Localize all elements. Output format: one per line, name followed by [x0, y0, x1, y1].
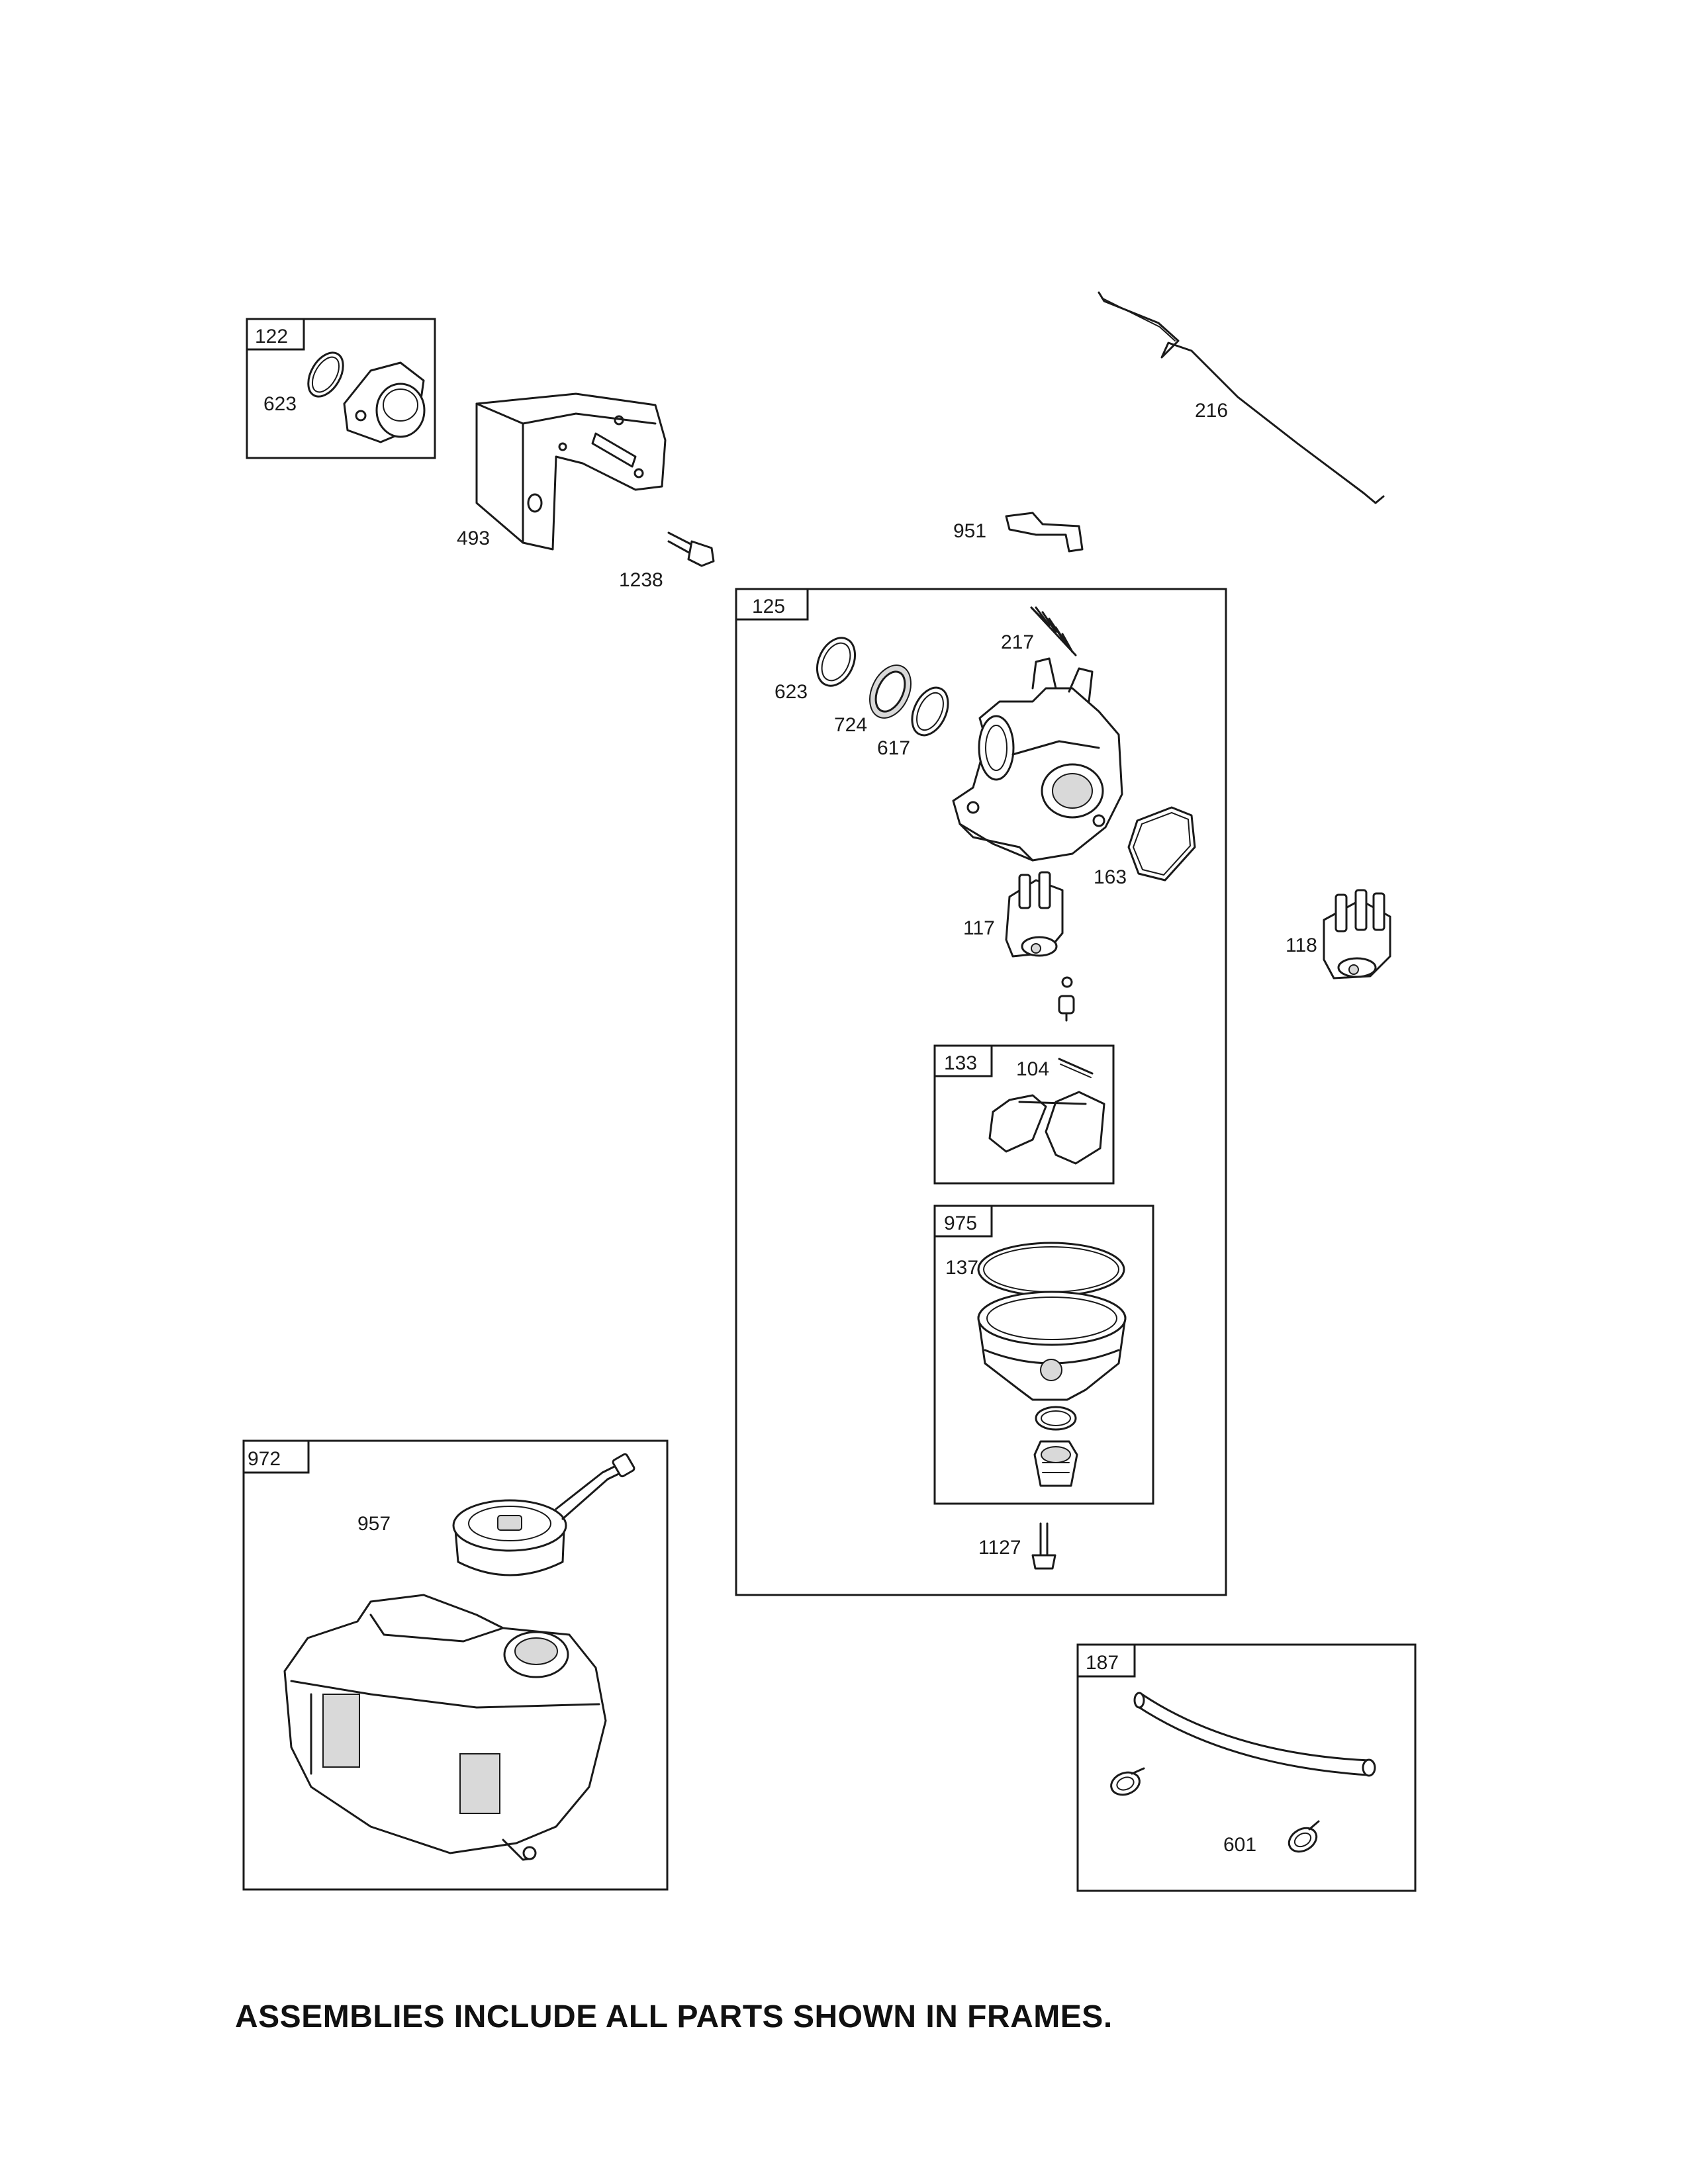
callout-163: 163	[1094, 866, 1127, 888]
carburetor-body-part	[952, 657, 1123, 862]
bolt-1127-part	[1031, 1522, 1056, 1570]
intake-elbow-part	[343, 361, 426, 443]
callout-217: 217	[1001, 631, 1034, 653]
callout-601: 601	[1223, 1834, 1256, 1856]
fuel-valve-118-part	[1323, 889, 1391, 979]
frame-125: 125	[735, 588, 1227, 1596]
gasket-163-part	[1127, 806, 1196, 882]
callout-1127: 1127	[978, 1537, 1021, 1559]
throttle-bracket-part	[475, 392, 667, 551]
callout-617: 617	[877, 737, 910, 759]
frame-122: 122	[246, 318, 436, 459]
gasket-ring-part	[307, 351, 344, 398]
frame-133-label: 133	[944, 1052, 977, 1074]
callout-957: 957	[357, 1513, 391, 1535]
frame-972: 972	[242, 1439, 669, 1891]
callout-118: 118	[1286, 934, 1317, 956]
bowl-gasket-137-part	[977, 1242, 1125, 1297]
gasket-623-part	[816, 637, 857, 687]
callout-623-top: 623	[263, 393, 297, 415]
callout-216: 216	[1195, 400, 1228, 422]
callout-951: 951	[953, 520, 986, 542]
assemblies-note: ASSEMBLIES INCLUDE ALL PARTS SHOWN IN FR…	[235, 1999, 1113, 2034]
pin-104-part	[1058, 1058, 1094, 1078]
frame-975-label: 975	[944, 1212, 977, 1234]
callout-724: 724	[834, 714, 867, 736]
float-part	[988, 1091, 1105, 1165]
hose-clamp-part	[1110, 1767, 1145, 1796]
needle-part	[1058, 976, 1075, 1022]
bowl-seal-part	[1035, 1406, 1077, 1431]
callout-623-carb: 623	[774, 681, 808, 703]
frame-972-label: 972	[248, 1448, 281, 1470]
callout-1238: 1238	[619, 569, 663, 591]
callout-104: 104	[1016, 1058, 1049, 1080]
fuel-valve-117-part	[1005, 871, 1064, 958]
callout-137: 137	[945, 1257, 978, 1279]
callout-493: 493	[457, 527, 490, 549]
frame-187-label: 187	[1086, 1652, 1119, 1674]
choke-lever-part	[1005, 512, 1084, 553]
float-bowl-part	[977, 1291, 1127, 1401]
frame-975: 975	[933, 1205, 1154, 1505]
spring-217-part	[1030, 606, 1077, 657]
governor-link-part	[1098, 291, 1385, 504]
spacer-724-part	[869, 664, 912, 719]
fuel-tank-part	[283, 1594, 607, 1861]
fuel-cap-part	[452, 1453, 635, 1576]
frame-187: 187	[1076, 1643, 1417, 1892]
bowl-nut-part	[1033, 1440, 1078, 1487]
gasket-617-part	[911, 686, 949, 737]
frame-125-label: 125	[752, 596, 785, 617]
screw-1238-part	[667, 531, 715, 567]
hose-clamp-601-part	[1288, 1820, 1320, 1853]
fuel-line-hose-part	[1133, 1692, 1376, 1777]
callout-117: 117	[963, 917, 995, 939]
frame-122-label: 122	[255, 326, 288, 347]
frame-133: 133	[933, 1044, 1115, 1185]
